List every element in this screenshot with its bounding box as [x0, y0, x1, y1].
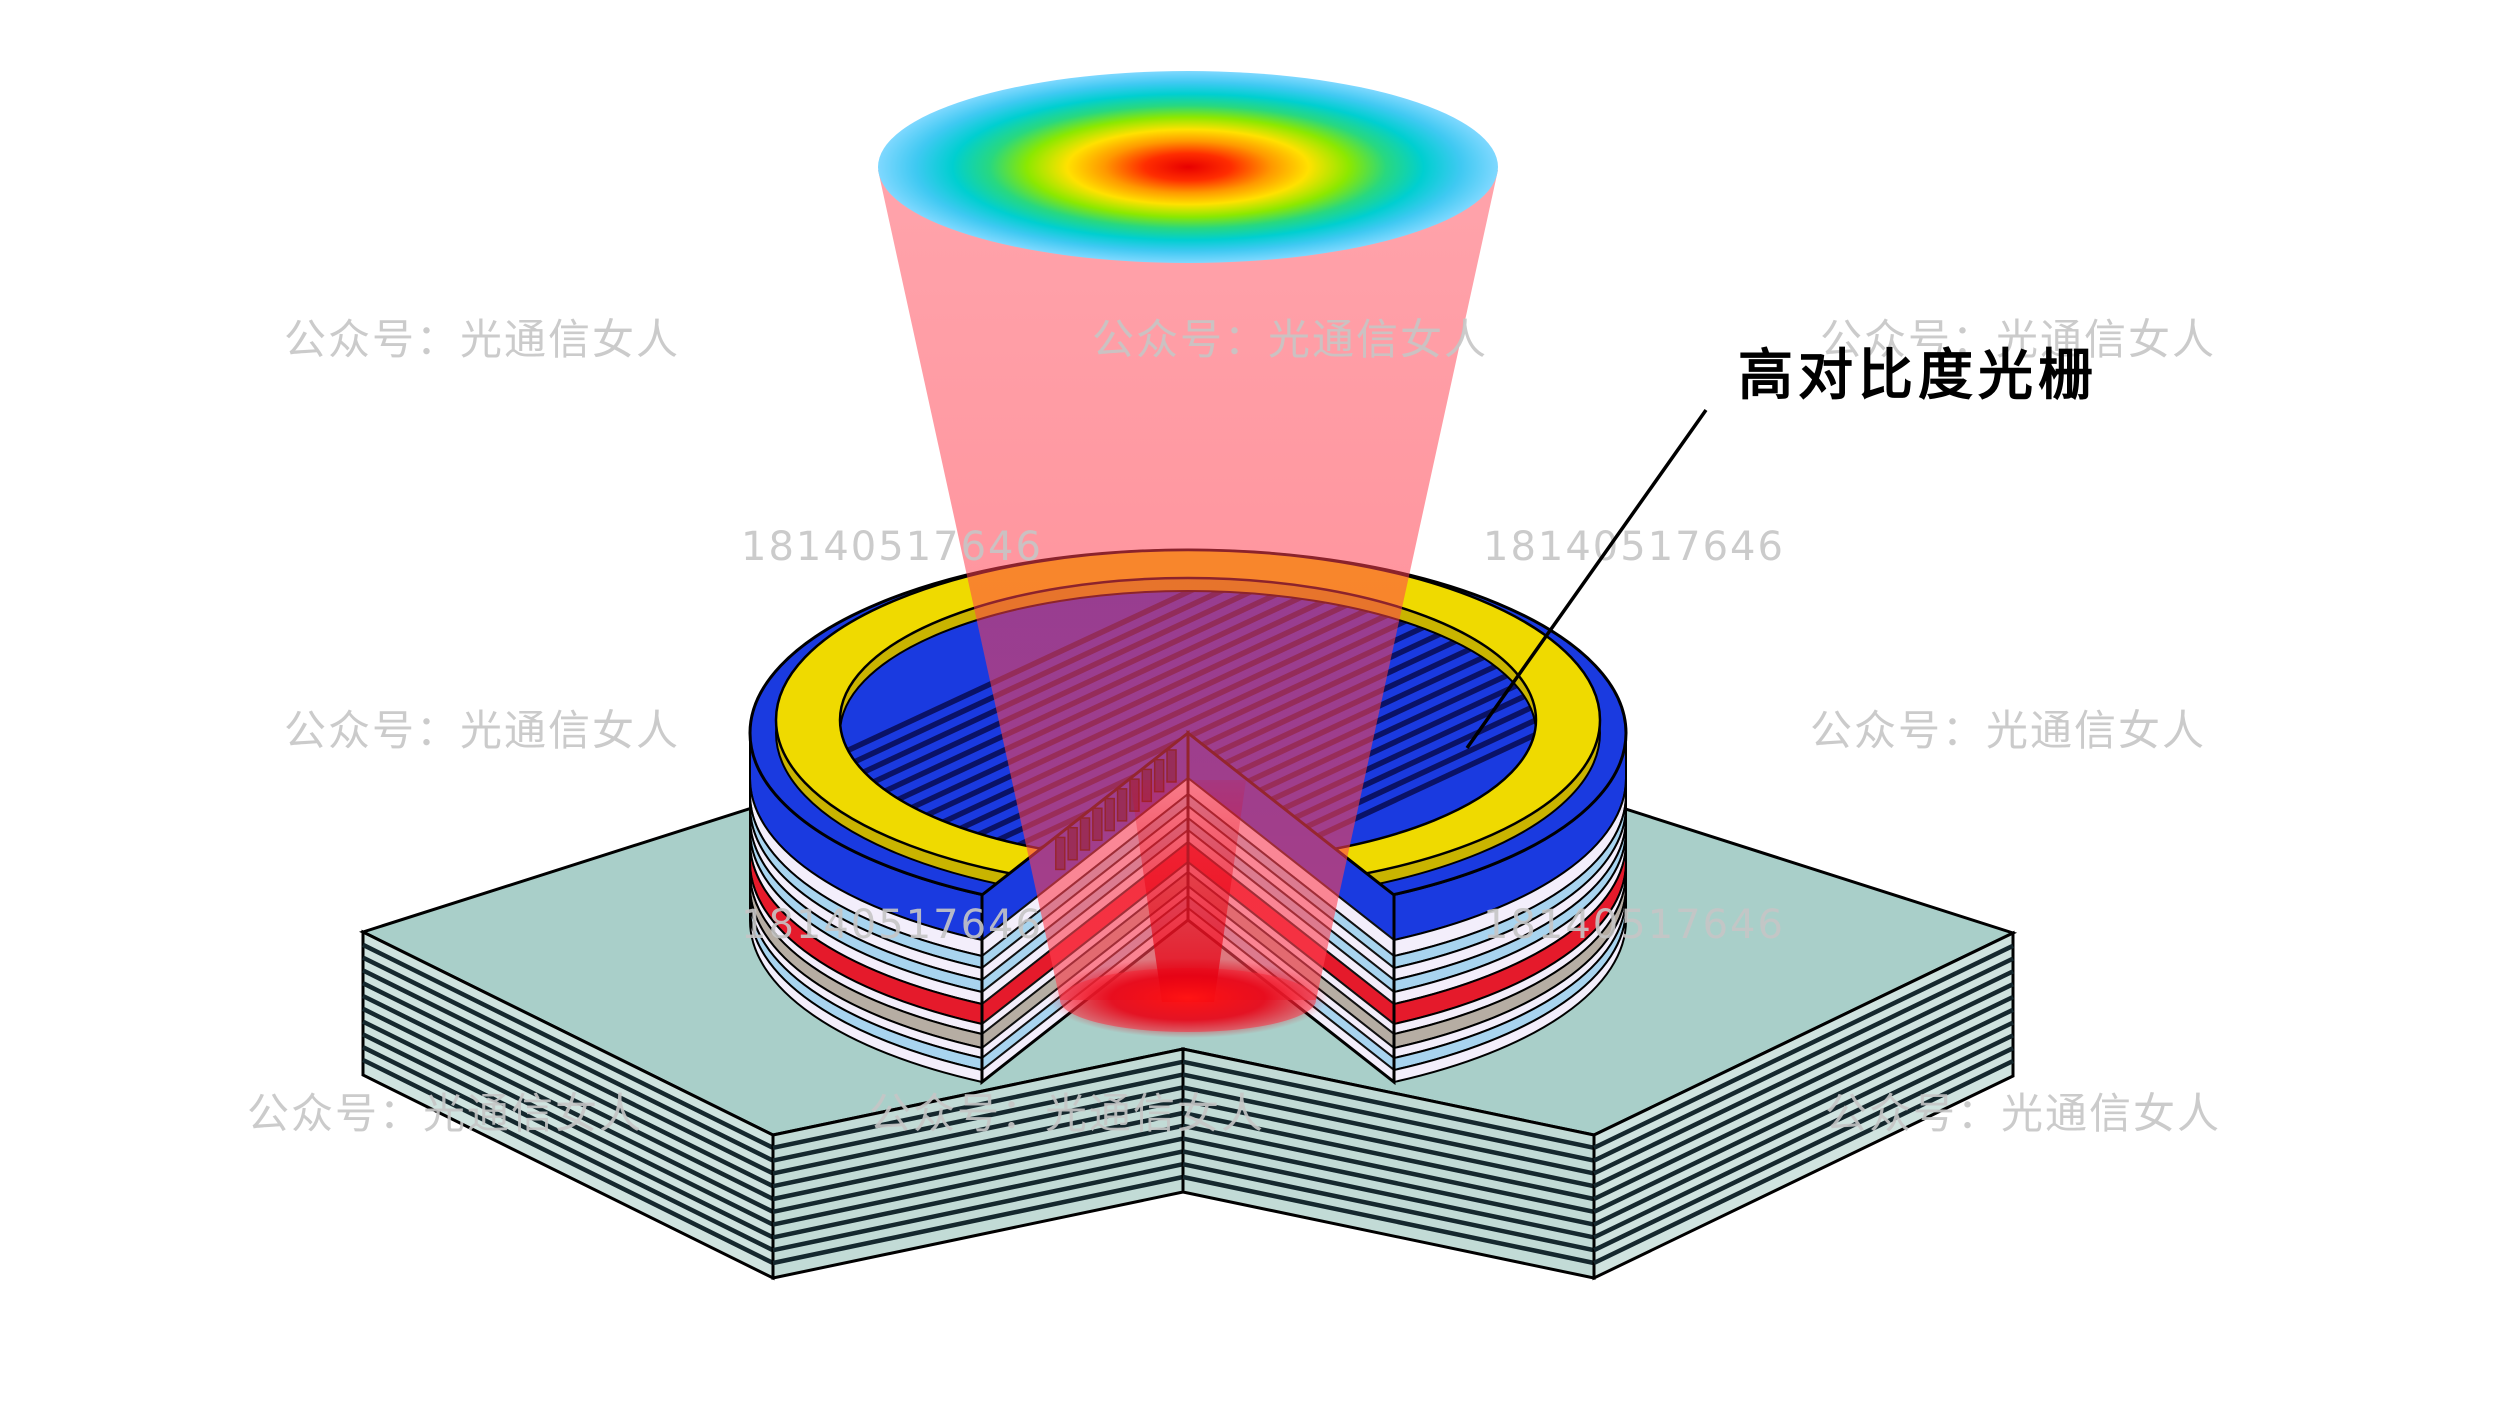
- substrate-dbr-stripe: [362, 1057, 774, 1266]
- watermark-text: 公众号：光通信女人: [869, 1089, 1265, 1138]
- watermark-text: 18140517646: [741, 524, 1043, 570]
- substrate-dbr-stripe: [362, 981, 774, 1189]
- watermark-text: 公众号：光通信女人: [284, 315, 680, 364]
- substrate-dbr-stripe: [772, 1174, 1184, 1266]
- substrate-front-right-face: [1592, 930, 2015, 1281]
- watermark-text: 公众号：光通信女人: [284, 706, 680, 755]
- substrate-dbr-stripe: [772, 1161, 1184, 1253]
- annotation-leader-line: [1465, 408, 1708, 750]
- substrate-dbr-stripe: [362, 955, 774, 1163]
- substrate-dbr-stripe: [1593, 943, 2014, 1150]
- laser-beam: [878, 71, 1498, 1038]
- substrate-dbr-stripe: [1593, 1046, 2014, 1253]
- grating-line: [836, 717, 1540, 877]
- substrate-dbr-stripe: [772, 1097, 1184, 1189]
- watermark-text: 公众号：光通信女人: [1825, 1089, 2221, 1138]
- watermark-text: 公众号：光通信女人: [1810, 706, 2206, 755]
- substrate-dbr-stripe: [1182, 1072, 1595, 1163]
- substrate-dbr-stripe: [772, 1072, 1184, 1163]
- substrate-dbr-stripe: [1182, 1161, 1595, 1253]
- substrate-dbr-stripe: [1593, 1020, 2014, 1227]
- watermark-text: 公众号：光通信女人: [247, 1089, 643, 1138]
- substrate-dbr-stripe: [362, 1045, 774, 1253]
- substrate-notch-right-face: [1181, 1047, 1596, 1280]
- substrate-dbr-stripe: [362, 1019, 774, 1227]
- watermark-text: 18140517646: [1483, 524, 1785, 570]
- substrate-dbr-stripe: [1182, 1174, 1595, 1266]
- grating-line: [836, 702, 1540, 877]
- grating-label: 高对比度光栅: [1738, 343, 2099, 407]
- substrate-dbr-stripe: [362, 993, 774, 1202]
- substrate-dbr-stripe: [1182, 1097, 1595, 1189]
- substrate-dbr-stripe: [772, 1136, 1184, 1227]
- substrate-dbr-stripe: [1182, 1149, 1595, 1240]
- substrate-dbr-stripe: [1593, 1058, 2014, 1266]
- substrate-dbr-stripe: [362, 942, 774, 1150]
- beam-core: [1130, 780, 1246, 1002]
- substrate-dbr-stripe: [772, 1110, 1184, 1202]
- substrate-dbr-stripe: [772, 1085, 1184, 1176]
- substrate-dbr-stripe: [1593, 1033, 2014, 1240]
- substrate-dbr-stripe: [1182, 1110, 1595, 1202]
- substrate-dbr-stripe: [1593, 982, 2014, 1189]
- substrate-dbr-stripe: [1182, 1123, 1595, 1215]
- substrate-notch-left-face: [771, 1047, 1185, 1280]
- gaussian-mode-profile: [878, 71, 1498, 263]
- beam-focus-glow: [1048, 958, 1328, 1038]
- substrate-dbr-stripe: [1182, 1059, 1595, 1151]
- device-side-layers: [748, 732, 1628, 1084]
- watermark-text: 18140517646: [1483, 902, 1785, 948]
- watermark-text: 公众号：光通信女人: [1820, 315, 2216, 364]
- substrate-dbr-stripe: [1593, 994, 2014, 1202]
- substrate-dbr-stripe: [772, 1123, 1184, 1215]
- substrate-dbr-stripe: [362, 1006, 774, 1214]
- side-layer-right: [1393, 907, 1628, 1084]
- substrate-dbr-stripe: [362, 1032, 774, 1240]
- watermark-text: 18140517646: [741, 902, 1043, 948]
- substrate-dbr-stripe: [772, 1059, 1184, 1151]
- watermark-text: 公众号：光通信女人: [1092, 315, 1488, 364]
- substrate-dbr-stripe: [1593, 956, 2014, 1163]
- substrate-dbr-stripe: [1593, 1007, 2014, 1214]
- substrate-dbr-stripe: [362, 968, 774, 1176]
- substrate-front-left-face: [361, 929, 775, 1281]
- substrate-dbr-stripe: [1182, 1085, 1595, 1176]
- substrate-dbr-stripe: [1182, 1136, 1595, 1227]
- substrate-dbr-stripe: [772, 1149, 1184, 1240]
- beam-cone: [878, 170, 1498, 1000]
- substrate-dbr-stripe: [1593, 969, 2014, 1176]
